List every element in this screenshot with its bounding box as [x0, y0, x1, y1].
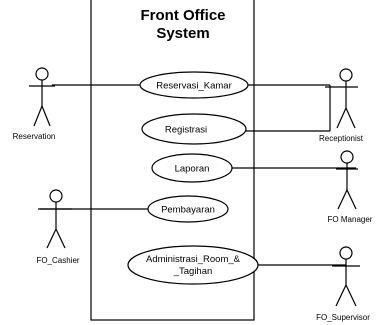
usecase-administrasi-room-tagihan: Administrasi_Room_& _Tagihan: [127, 245, 259, 285]
actor-reservation-head: [35, 67, 49, 81]
actor-fo-manager-label: FO Manager: [328, 215, 373, 224]
system-boundary: [90, 0, 255, 321]
actor-fo-supervisor: FO_Supervisor: [316, 246, 370, 322]
actor-fo-manager: FO Manager: [328, 150, 373, 224]
usecase-pembayaran: Pembayaran: [147, 195, 229, 223]
usecase-laporan-label: Laporan: [175, 164, 210, 175]
actor-reservation: Reservation: [13, 67, 56, 141]
usecase-laporan: Laporan: [151, 153, 233, 183]
actor-fo-manager-head: [340, 150, 354, 164]
actor-fo-cashier: FO_Cashier: [36, 189, 80, 265]
actor-fo-supervisor-head: [339, 246, 353, 260]
actor-fo-supervisor-label: FO_Supervisor: [316, 313, 370, 322]
actor-fo-cashier-label: FO_Cashier: [36, 256, 79, 265]
actor-fo-cashier-head: [49, 189, 63, 203]
actor-reservation-label: Reservation: [13, 132, 56, 141]
system-title-line2: System: [156, 25, 209, 42]
actor-receptionist: Receptionist: [319, 68, 364, 143]
usecase-registrasi: Registrasi: [141, 113, 247, 145]
actor-receptionist-label: Receptionist: [319, 134, 364, 143]
usecase-administrasi-label-line1: Administrasi_Room_&: [146, 254, 241, 265]
usecase-administrasi-label-line2: _Tagihan: [173, 266, 213, 277]
usecase-pembayaran-label: Pembayaran: [161, 205, 215, 216]
system-title-line1: Front Office: [141, 7, 226, 24]
usecase-reservasi-kamar-label: Reservasi_Kamar: [156, 81, 232, 92]
actor-receptionist-head: [339, 68, 353, 82]
usecase-registrasi-label: Registrasi: [165, 125, 207, 136]
usecase-reservasi-kamar: Reservasi_Kamar: [139, 71, 249, 99]
